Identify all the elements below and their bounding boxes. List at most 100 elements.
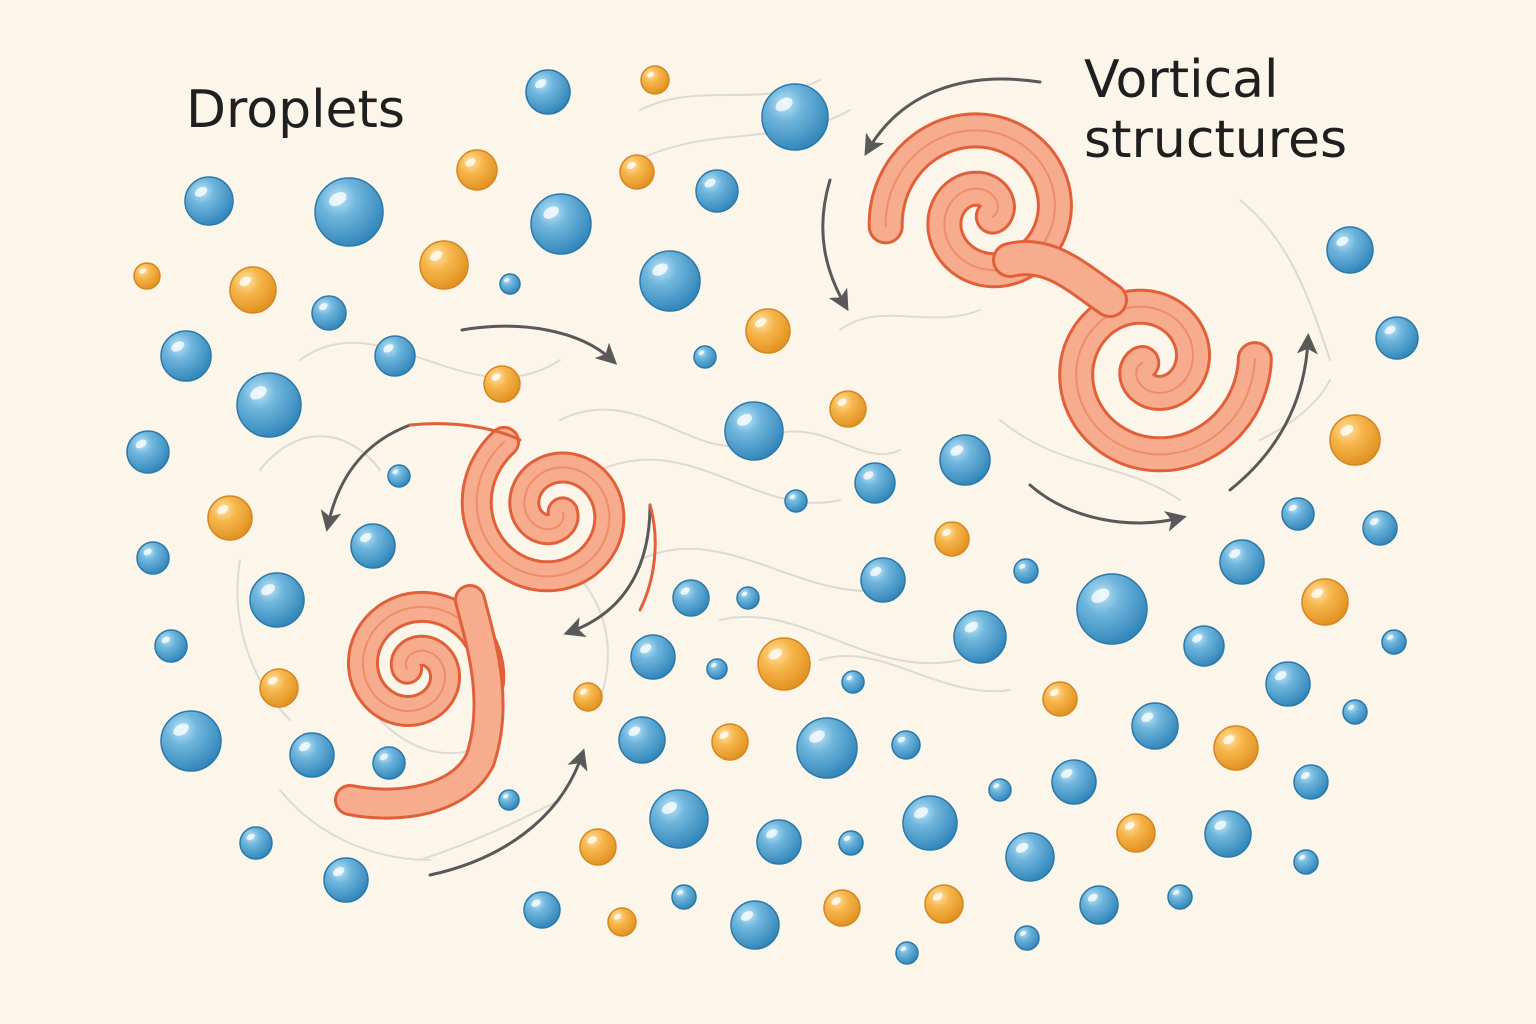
droplet-icon [895,941,919,965]
flow-arrow-icon [864,77,1042,157]
droplet-icon [953,610,1007,664]
flow-line [1239,199,1331,361]
droplet-icon [860,557,906,603]
flow-line [259,435,381,471]
droplet-icon [1342,699,1368,725]
droplet-icon [1116,813,1156,853]
vortex-edge-arc [638,503,657,612]
droplet-icon [1204,810,1252,858]
droplet-icon [350,523,396,569]
droplet-icon [784,489,808,513]
droplet-icon [259,668,299,708]
droplet-icon [1131,702,1179,750]
droplet-icon [207,495,253,541]
vortex-icon [334,584,505,820]
flow-arrow-icon [320,423,412,532]
droplet-icon [934,521,970,557]
droplet-icon [1375,316,1419,360]
droplet-icon [498,789,520,811]
droplet-icon [530,193,592,255]
droplet-icon [154,629,188,663]
droplet-icon [1326,226,1374,274]
droplet-icon [1293,849,1319,875]
droplet-icon [730,900,780,950]
droplet-icon [372,746,406,780]
flow-arrow-icon [460,324,618,365]
droplet-icon [525,69,571,115]
droplet-icon [1051,759,1097,805]
droplet-icon [1219,539,1265,585]
droplet-icon [136,541,170,575]
droplet-icon [387,464,411,488]
flow-arrow-icon [428,748,588,877]
droplet-icon [579,828,617,866]
droplet-icon [523,891,561,929]
vortical-structures-label: Vortical structures [1084,50,1347,170]
vortex-icon [992,240,1128,318]
droplet-icon [1042,681,1078,717]
droplet-icon [1381,629,1407,655]
droplet-icon [1362,510,1398,546]
droplet-icon [607,907,637,937]
flow-line [599,458,841,504]
droplet-icon [374,335,416,377]
droplet-icon [314,177,384,247]
droplet-icon [757,637,811,691]
droplet-icon [891,730,921,760]
droplet-icon [693,345,717,369]
droplet-icon [823,889,861,927]
droplet-icon [1167,884,1193,910]
droplet-icon [630,634,676,680]
droplet-icon [671,884,697,910]
vortex-edge-arc [408,422,522,442]
droplet-icon [1213,725,1259,771]
droplet-icon [236,372,302,438]
droplet-icon [1329,414,1381,466]
vortex-icon [867,112,1073,289]
flow-arrows [320,77,1318,877]
droplet-icon [1076,573,1148,645]
droplet-icon [756,819,802,865]
flow-arrow-icon [1028,483,1187,532]
droplet-icon [619,154,655,190]
droplet-icon [829,390,867,428]
droplet-icon [456,149,498,191]
droplet-icon [249,572,305,628]
flow-line [999,419,1181,501]
droplet-icon [902,795,958,851]
flow-line [819,654,1011,693]
droplet-icon [838,830,864,856]
vortex-icon [347,590,506,727]
droplet-icon [184,176,234,226]
droplet-icon [1183,625,1225,667]
droplet-icon [724,401,784,461]
vortex-icon [460,425,626,593]
vortex-icon [1058,288,1273,473]
droplet-icon [160,330,212,382]
droplet-icon [854,462,896,504]
droplet-icon [939,434,991,486]
droplet-icon [639,250,701,312]
droplet-icon [1293,764,1329,800]
droplet-icon [1301,578,1349,626]
droplets-group [126,65,1419,965]
droplet-icon [649,789,709,849]
droplet-icon [640,65,670,95]
droplet-icon [323,857,369,903]
droplet-icon [841,670,865,694]
droplet-icon [924,884,964,924]
flow-arrow-icon [821,178,849,312]
droplet-icon [618,716,666,764]
flow-line [419,799,561,861]
droplet-icon [126,430,170,474]
droplet-icon [239,826,273,860]
flow-arrow-icon [1228,333,1318,492]
droplet-icon [499,273,521,295]
droplet-icon [311,295,347,331]
flow-arrow-icon [563,503,652,638]
droplet-icon [761,83,829,151]
droplet-icon [706,658,728,680]
droplet-icon [1014,925,1040,951]
